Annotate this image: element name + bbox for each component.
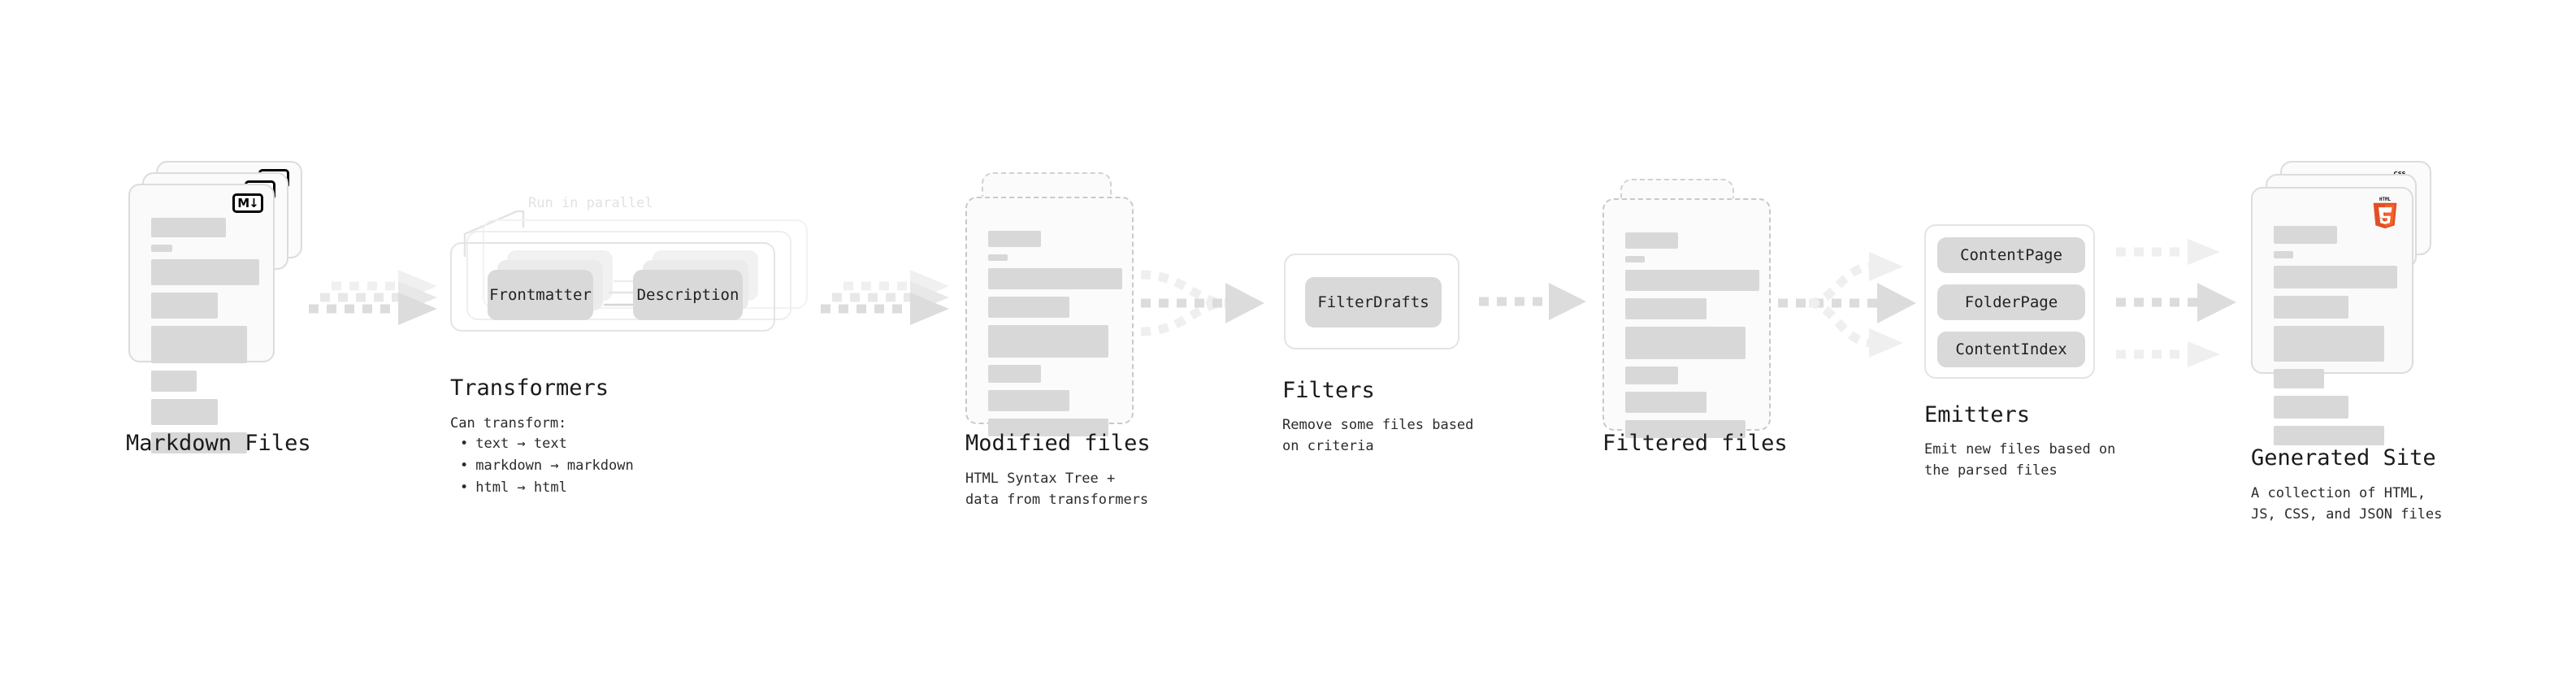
chip-contentindex[interactable]: ContentIndex bbox=[1937, 332, 2085, 367]
chip-description[interactable]: Description bbox=[633, 270, 743, 320]
stage-title-modified-files: Modified files bbox=[965, 431, 1151, 456]
svg-text:HTML: HTML bbox=[2379, 197, 2392, 202]
emitters-subtitle: Emit new files based on the parsed files bbox=[1924, 441, 2116, 479]
markdown-logo: M↓ bbox=[232, 193, 263, 213]
chip-folderpage[interactable]: FolderPage bbox=[1937, 284, 2085, 320]
arrow-markdown-to-transformers bbox=[309, 270, 437, 325]
run-in-parallel-bracket bbox=[463, 210, 525, 257]
markdown-card-front: M↓ bbox=[128, 184, 275, 453]
filters-subtitle: Remove some files based on criteria bbox=[1282, 417, 1474, 455]
modified-files-subtitle: HTML Syntax Tree + data from transformer… bbox=[965, 471, 1149, 509]
list-item: text → text bbox=[460, 433, 634, 455]
site-card-html: HTML bbox=[2251, 187, 2413, 445]
transformers-subtitle-intro: Can transform: bbox=[450, 415, 567, 432]
arrow-modified-to-filters bbox=[1140, 270, 1264, 336]
stage-title-filtered-files: Filtered files bbox=[1602, 431, 1788, 456]
doc-placeholder-lines bbox=[2274, 226, 2397, 453]
stage-title-filters: Filters bbox=[1282, 378, 1375, 403]
run-in-parallel-label: Run in parallel bbox=[528, 195, 653, 211]
doc-placeholder-lines bbox=[151, 218, 259, 461]
modified-card-front bbox=[965, 197, 1134, 436]
html5-logo: HTML bbox=[2373, 197, 2397, 229]
chip-filterdrafts[interactable]: FilterDrafts bbox=[1305, 277, 1442, 327]
arrow-transformers-to-modified bbox=[821, 270, 949, 325]
stage-title-transformers: Transformers bbox=[450, 375, 609, 401]
filters-box: FilterDrafts bbox=[1284, 254, 1459, 349]
chip-frontmatter[interactable]: Frontmatter bbox=[488, 270, 593, 320]
doc-placeholder-lines bbox=[1625, 232, 1759, 445]
stage-title-generated-site: Generated Site bbox=[2251, 445, 2436, 471]
stage-title-markdown-files: Markdown Files bbox=[126, 431, 311, 456]
transformer-box-ghost-1 bbox=[466, 231, 791, 320]
arrow-emitters-to-site bbox=[2116, 239, 2236, 367]
emitters-box: ContentPage FolderPage ContentIndex bbox=[1924, 224, 2095, 379]
transformer-box bbox=[450, 242, 775, 332]
doc-placeholder-lines bbox=[988, 231, 1122, 444]
filtered-card-front bbox=[1602, 198, 1771, 438]
arrow-filters-to-filtered bbox=[1479, 283, 1586, 320]
list-item: markdown → markdown bbox=[460, 455, 633, 477]
generated-site-subtitle: A collection of HTML, JS, CSS, and JSON … bbox=[2251, 485, 2443, 523]
stage-title-emitters: Emitters bbox=[1924, 402, 2031, 427]
list-item: html → html bbox=[460, 477, 634, 499]
chip-contentpage[interactable]: ContentPage bbox=[1937, 237, 2085, 273]
arrow-filtered-to-emitters bbox=[1778, 252, 1916, 358]
transformers-bullet-list: text → text markdown → markdown html → h… bbox=[460, 433, 634, 500]
